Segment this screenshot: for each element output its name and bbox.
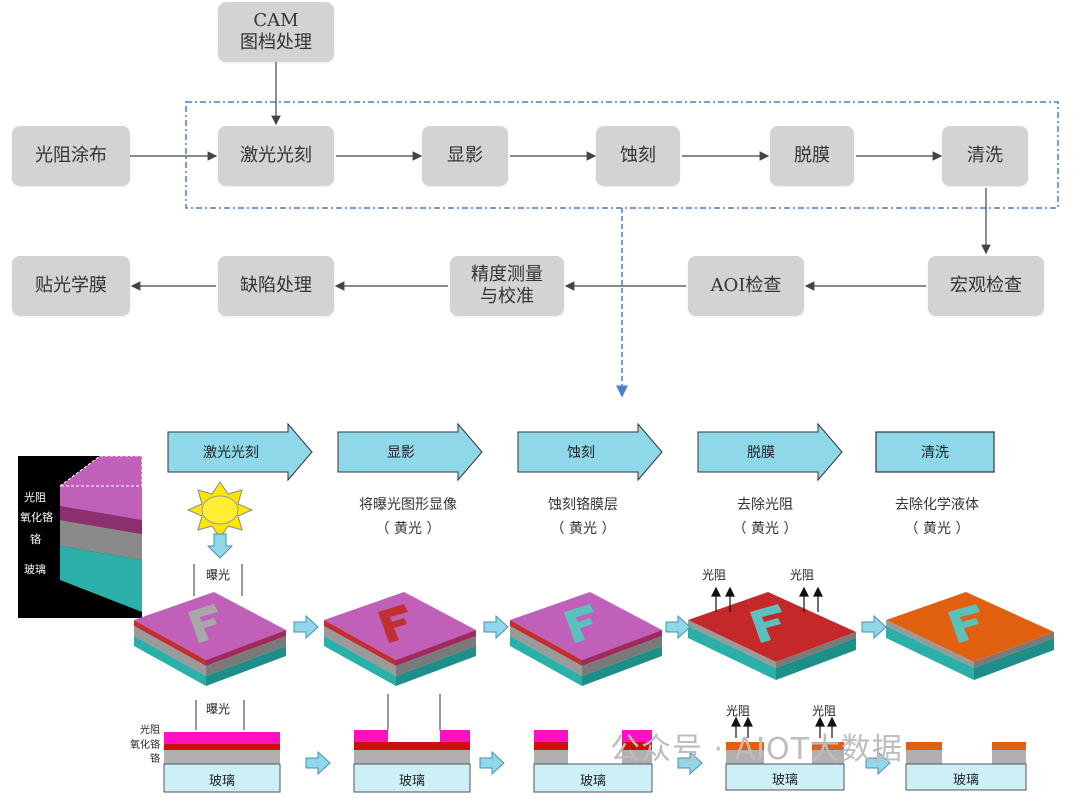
glass-label-3: 玻璃 <box>579 774 606 789</box>
box-precision-measure: 精度测量 与校准 <box>450 256 564 316</box>
legend-label-oxide: 氧化铬 <box>20 511 53 524</box>
section-layer-labels: 光阻 氧化铬 铬 <box>120 724 160 768</box>
sun-icon <box>186 481 254 539</box>
box-clean-label: 清洗 <box>967 144 1003 166</box>
legend-chrome <box>60 520 142 560</box>
step-5-desc: 去除化学液体 （ 黄光 ） <box>872 494 1002 542</box>
exposure-down-arrow <box>206 533 234 559</box>
banner-step-4 <box>697 422 843 482</box>
box-develop-label: 显影 <box>447 144 483 166</box>
glass-label-5: 玻璃 <box>952 773 979 788</box>
legend-label-photoresist: 光阻 <box>24 491 46 504</box>
step-4-desc-sub: （ 黄光 ） <box>732 520 798 537</box>
banner-step-5 <box>875 431 995 473</box>
box-develop: 显影 <box>422 126 508 186</box>
photoresist-label-section-right: 光阻 <box>812 704 837 718</box>
legend-label-glass: 玻璃 <box>24 563 46 576</box>
box-etch-label: 蚀刻 <box>620 144 656 166</box>
box-aoi-inspect: AOI检查 <box>688 256 804 316</box>
photoresist-label-3d-left: 光阻 <box>702 568 727 582</box>
banner-step-1 <box>167 422 313 482</box>
section-1 <box>163 732 281 793</box>
plate-5 <box>886 592 1054 680</box>
box-optical-film-label: 贴光学膜 <box>35 274 107 296</box>
box-defect-process: 缺陷处理 <box>218 256 334 316</box>
section-label-chrome: 铬 <box>150 754 160 765</box>
step-3-desc-text: 蚀刻铬膜层 <box>548 497 618 513</box>
step-3-desc-sub: （ 黄光 ） <box>550 520 616 537</box>
banner-step-5-label: 清洗 <box>921 445 949 461</box>
banner-step-2 <box>337 422 483 482</box>
legend-dashed-outline <box>58 455 143 487</box>
banner-step-4-label: 脱膜 <box>747 445 775 461</box>
box-etch: 蚀刻 <box>596 126 680 186</box>
box-photoresist-coat: 光阻涂布 <box>12 126 130 186</box>
box-clean: 清洗 <box>942 126 1028 186</box>
plate-arrow-2 <box>483 614 509 640</box>
section-arrow-3 <box>677 750 703 776</box>
exposure-label-section: 曝光 <box>206 702 231 716</box>
exposure-label-top: 曝光 <box>206 568 231 582</box>
banner-step-3-label: 蚀刻 <box>567 445 595 461</box>
step-5-desc-text: 去除化学液体 <box>895 497 979 513</box>
section-arrow-2 <box>479 750 505 776</box>
box-macro-inspect: 宏观检查 <box>928 256 1044 316</box>
section-2 <box>353 730 471 793</box>
box-macro-inspect-label: 宏观检查 <box>950 274 1022 296</box>
legend-glass <box>60 546 142 612</box>
section-label-photoresist: 光阻 <box>140 725 160 736</box>
resist-up-arrows-section <box>731 716 837 738</box>
step-4-desc-text: 去除光阻 <box>737 497 793 513</box>
plate-arrow-1 <box>293 614 319 640</box>
step-2-desc-sub: （ 黄光 ） <box>375 520 441 537</box>
step-3-desc: 蚀刻铬膜层 （ 黄光 ） <box>518 494 648 542</box>
plate-arrow-3 <box>665 614 691 640</box>
step-4-desc: 去除光阻 （ 黄光 ） <box>700 494 830 542</box>
legend-label-chrome: 铬 <box>30 533 41 546</box>
plate-1 <box>134 592 286 686</box>
box-cam: CAM 图档处理 <box>218 2 334 62</box>
section-4 <box>725 742 845 791</box>
step-2-desc-text: 将曝光图形显像 <box>359 497 457 513</box>
banner-step-3 <box>517 422 663 482</box>
box-strip: 脱膜 <box>770 126 854 186</box>
box-strip-label: 脱膜 <box>794 144 830 166</box>
legend-photoresist-top <box>60 456 142 520</box>
legend-band <box>60 506 142 534</box>
section-arrow-1 <box>305 750 331 776</box>
step-5-desc-sub: （ 黄光 ） <box>904 520 970 537</box>
box-aoi-inspect-label: AOI检查 <box>710 274 782 296</box>
plate-3 <box>510 592 662 686</box>
section-5 <box>905 742 1027 791</box>
plate-4 <box>688 592 856 680</box>
resist-up-arrows-3d <box>711 586 823 612</box>
photoresist-label-section-left: 光阻 <box>726 704 751 718</box>
box-photoresist-coat-label: 光阻涂布 <box>35 144 107 166</box>
photoresist-label-3d-right: 光阻 <box>790 568 815 582</box>
watermark: 公众号 · AIOT大数据 <box>610 732 903 767</box>
banner-step-1-label: 激光光刻 <box>203 445 259 461</box>
box-optical-film: 贴光学膜 <box>12 256 130 316</box>
section-3 <box>533 730 653 793</box>
step-2-desc: 将曝光图形显像 （ 黄光 ） <box>338 494 478 542</box>
box-laser-litho: 激光光刻 <box>218 126 334 186</box>
banner-step-2-label: 显影 <box>387 445 415 461</box>
glass-label-1: 玻璃 <box>208 774 235 789</box>
section-arrow-4 <box>865 750 891 776</box>
box-defect-process-label: 缺陷处理 <box>240 274 312 296</box>
glass-label-4: 玻璃 <box>771 773 798 788</box>
box-precision-measure-label: 精度测量 与校准 <box>471 263 543 308</box>
box-laser-litho-label: 激光光刻 <box>240 144 312 166</box>
box-cam-label: CAM 图档处理 <box>240 9 312 54</box>
plate-arrow-4 <box>861 614 887 640</box>
plate-2 <box>324 592 476 686</box>
glass-label-2: 玻璃 <box>398 774 425 789</box>
section-label-oxide: 氧化铬 <box>130 739 160 751</box>
